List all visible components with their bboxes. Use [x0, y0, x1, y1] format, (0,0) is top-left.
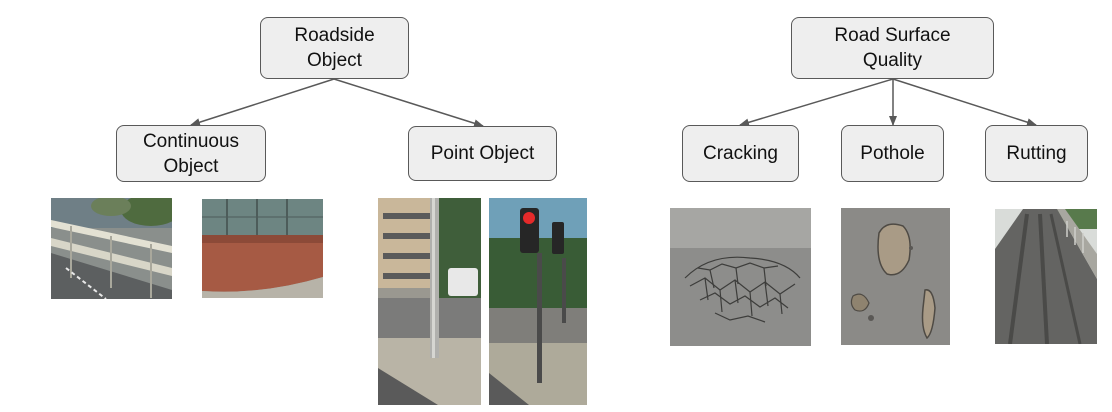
node-continuous-object: Continuous Object	[116, 125, 266, 182]
edge-roadside-continuous	[190, 78, 335, 127]
node-rutting: Rutting	[985, 125, 1088, 182]
node-road-surface-quality: Road Surface Quality	[791, 17, 994, 79]
node-roadside-object: Roadside Object	[260, 17, 409, 79]
guardrail-photo	[51, 198, 172, 299]
pothole-photo	[841, 208, 950, 345]
rutting-photo	[995, 209, 1097, 344]
edge-surface-rutting	[892, 78, 1037, 127]
traffic-light-photo	[489, 198, 587, 405]
lamp-pole-photo	[378, 198, 481, 405]
edge-roadside-point	[333, 78, 484, 128]
edge-surface-cracking	[739, 78, 894, 127]
node-pothole: Pothole	[841, 125, 944, 182]
node-cracking: Cracking	[682, 125, 799, 182]
cracking-photo	[670, 208, 811, 346]
wall-photo	[202, 199, 323, 298]
node-point-object: Point Object	[408, 126, 557, 181]
